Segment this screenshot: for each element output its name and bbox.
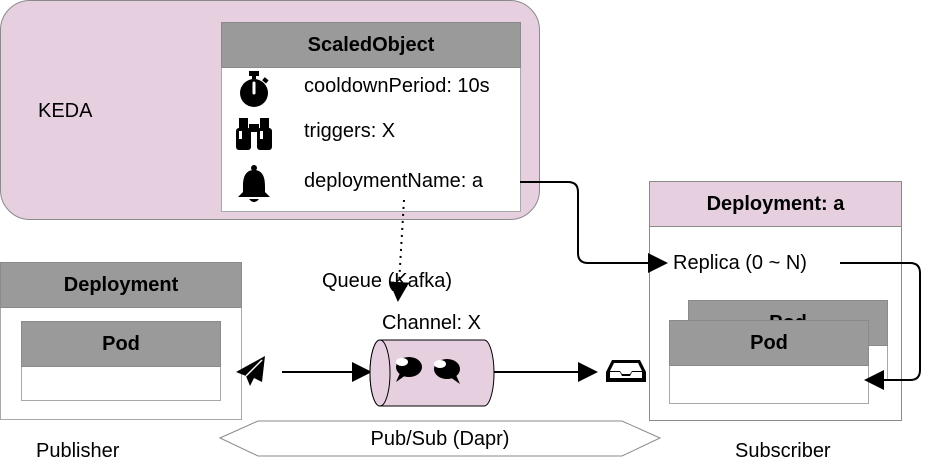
publisher-caption: Publisher xyxy=(36,440,120,462)
keda-label: KEDA xyxy=(38,100,93,122)
publisher-pod-header: Pod xyxy=(21,321,221,367)
deploymentname-to-replica-connector xyxy=(520,181,668,273)
channel-label: Channel: X xyxy=(382,312,481,334)
replica-label: Replica (0 ~ N) xyxy=(673,252,807,274)
subscriber-deployment-header: Deployment: a xyxy=(649,181,902,227)
scaled-object-header: ScaledObject xyxy=(221,22,521,68)
comments-icon xyxy=(396,357,460,384)
cooldown-row: cooldownPeriod: 10s xyxy=(222,65,520,111)
triggers-label: triggers: X xyxy=(304,120,396,142)
subscriber-deployment: Deployment: a Replica (0 ~ N) Pod Pod xyxy=(649,181,902,421)
publisher-deployment-header: Deployment xyxy=(0,262,242,308)
binoculars-icon xyxy=(234,114,274,154)
queue-label: Queue (Kafka) xyxy=(322,270,453,292)
publisher-deployment: Deployment Pod xyxy=(0,262,242,420)
pubsub-label: Pub/Sub (Dapr) xyxy=(370,428,510,450)
subscriber-pod: Pod xyxy=(669,320,869,404)
bell-icon xyxy=(234,164,274,204)
triggers-row: triggers: X xyxy=(222,110,520,156)
queue-cylinder xyxy=(369,339,495,407)
cooldown-period-label: cooldownPeriod: 10s xyxy=(304,75,490,97)
deployment-name-row: deploymentName: a xyxy=(222,160,520,206)
publisher-pod: Pod xyxy=(21,321,221,401)
deployment-name-label: deploymentName: a xyxy=(304,170,483,192)
inbox-icon xyxy=(606,360,646,382)
stopwatch-icon xyxy=(234,69,274,109)
subscriber-pod-header: Pod xyxy=(669,320,869,366)
subscriber-caption: Subscriber xyxy=(735,440,831,462)
scaled-object-panel: ScaledObject cooldownPeriod: 10s xyxy=(221,22,521,212)
